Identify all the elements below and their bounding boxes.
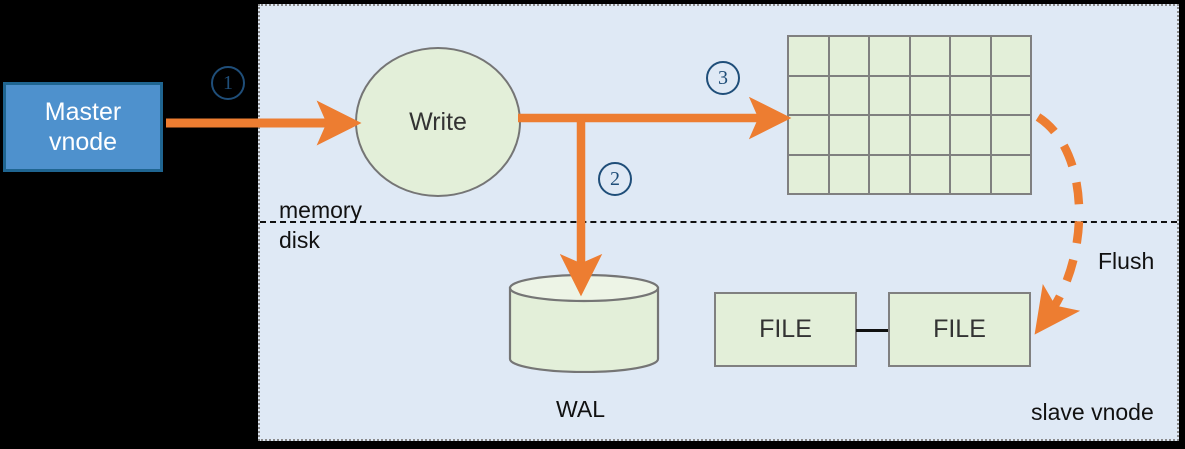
memtable-cell xyxy=(910,76,949,114)
step-number-1: 1 xyxy=(211,66,245,100)
memtable-cell xyxy=(870,116,909,154)
memtable-cell xyxy=(789,155,828,193)
memtable-cell xyxy=(870,155,909,193)
master-vnode-box[interactable]: Master vnode xyxy=(3,82,163,172)
master-vnode-label-line2: vnode xyxy=(48,128,118,156)
write-node-label: Write xyxy=(409,107,467,136)
memtable-cell xyxy=(829,116,868,154)
memtable-grid xyxy=(787,35,1032,195)
memtable-cell xyxy=(870,37,909,75)
file-box-2[interactable]: FILE xyxy=(888,292,1031,367)
file-box-1[interactable]: FILE xyxy=(714,292,857,367)
write-node[interactable]: Write xyxy=(355,47,521,197)
memtable-cell xyxy=(991,155,1030,193)
slave-vnode-label: slave vnode xyxy=(1031,399,1154,425)
memtable-cell xyxy=(991,37,1030,75)
wal-label: WAL xyxy=(556,396,605,422)
memtable-cell xyxy=(951,155,990,193)
memtable-cell xyxy=(870,76,909,114)
memtable-cell xyxy=(910,155,949,193)
master-vnode-label-line1: Master xyxy=(44,97,122,126)
wal-cylinder xyxy=(508,273,660,374)
memtable-cell xyxy=(951,76,990,114)
step-number-3: 3 xyxy=(706,61,740,95)
memtable-cell xyxy=(789,37,828,75)
memtable-cell xyxy=(910,37,949,75)
memory-disk-divider xyxy=(260,221,1177,223)
file-box-1-label: FILE xyxy=(759,315,812,343)
memtable-cell xyxy=(829,155,868,193)
disk-label: disk xyxy=(279,227,320,253)
memtable-cell xyxy=(829,76,868,114)
memory-label: memory xyxy=(279,197,363,223)
memtable-cell xyxy=(951,37,990,75)
file-box-2-label: FILE xyxy=(933,315,986,343)
memtable-cell xyxy=(789,116,828,154)
memtable-cell xyxy=(910,116,949,154)
flush-label: Flush xyxy=(1098,248,1155,274)
memtable-cell xyxy=(991,76,1030,114)
file-connector-line xyxy=(856,329,889,332)
memtable-cell xyxy=(991,116,1030,154)
step-number-2: 2 xyxy=(598,162,632,196)
memtable-cell xyxy=(951,116,990,154)
memtable-cell xyxy=(829,37,868,75)
memtable-cell xyxy=(789,76,828,114)
